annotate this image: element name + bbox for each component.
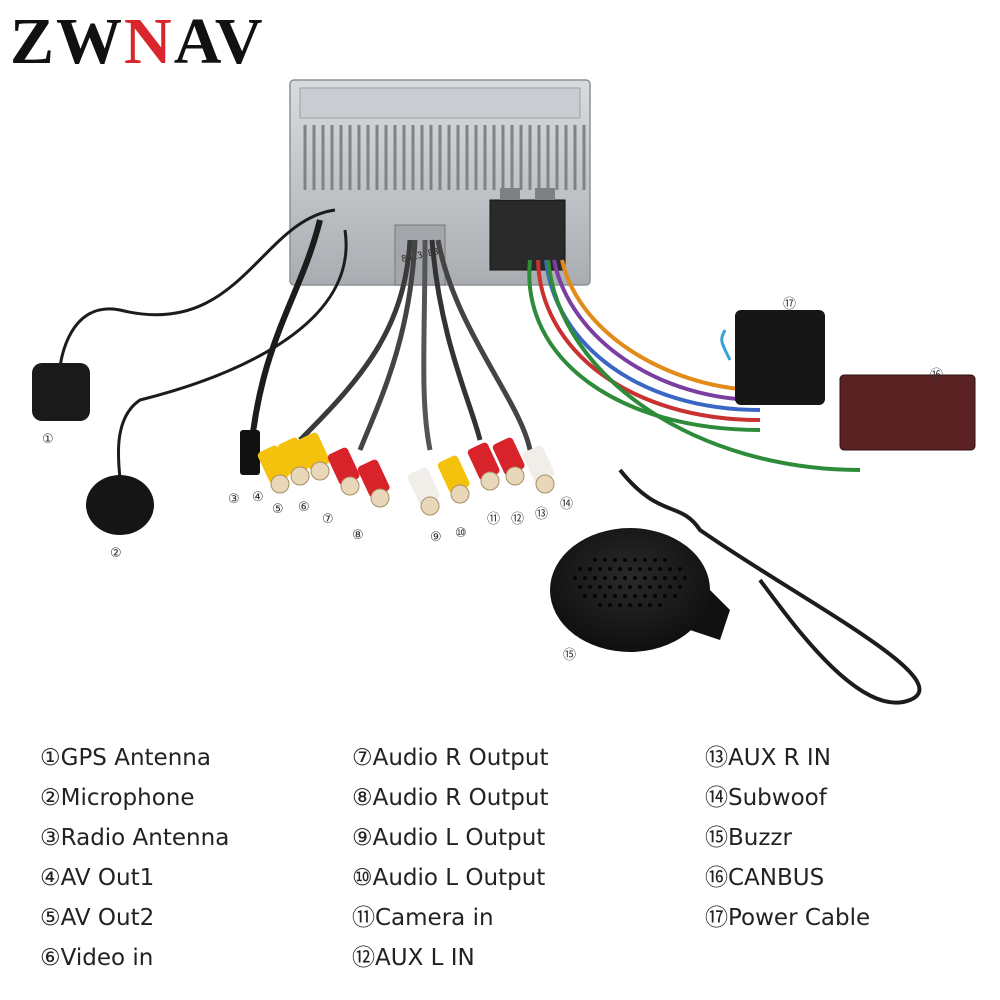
callout-number-7: ⑦	[322, 512, 334, 527]
legend-item: ①GPS Antenna	[40, 745, 211, 771]
rca-plug	[492, 437, 525, 486]
buzzer-speaker	[550, 528, 710, 652]
legend-item: ⑪Camera in	[352, 905, 494, 931]
legend-item: ④AV Out1	[40, 865, 155, 891]
legend-item: ⑰Power Cable	[705, 905, 871, 931]
logo-part-1: ZW	[10, 5, 125, 78]
callout-number-13: ⑬	[535, 507, 549, 522]
callout-number-2: ②	[110, 546, 122, 561]
brand-logo: ZWNAV	[10, 2, 265, 82]
legend-item: ⑨Audio L Output	[352, 825, 546, 851]
legend-column-3: ⑬AUX R IN ⑭Subwoof ⑮Buzzr ⑯CANBUS ⑰Power…	[705, 738, 870, 938]
rca-plug	[357, 459, 390, 508]
radio-antenna-cable	[247, 219, 323, 461]
legend-item: ⑭Subwoof	[705, 785, 827, 811]
gps-antenna	[32, 363, 90, 421]
gps-cable	[58, 208, 336, 371]
rca-plug	[437, 455, 470, 504]
callout-number-16: ⑯	[930, 368, 944, 383]
callout-number-9: ⑨	[430, 530, 442, 545]
legend-item: ⑧Audio R Output	[352, 785, 549, 811]
callout-number-1: ①	[42, 432, 54, 447]
callout-number-15: ⑮	[563, 648, 577, 663]
callout-number-5: ⑤	[272, 502, 284, 517]
legend-item: ③Radio Antenna	[40, 825, 230, 851]
mic-cable	[116, 229, 348, 481]
buzzer-cable	[618, 468, 922, 705]
callout-number-14: ⑭	[560, 497, 574, 512]
legend-item: ⑯CANBUS	[705, 865, 825, 891]
legend-column-1: ①GPS Antenna ②Microphone ③Radio Antenna …	[40, 738, 229, 978]
rca-plug	[522, 445, 555, 494]
rca-connectors	[257, 432, 555, 516]
legend-column-2: ⑦Audio R Output ⑧Audio R Output ⑨Audio L…	[352, 738, 549, 978]
callout-number-10: ⑩	[455, 526, 467, 541]
radio-antenna-plug	[240, 430, 260, 475]
legend-item: ⑫AUX L IN	[352, 945, 475, 971]
legend-item: ⑩Audio L Output	[352, 865, 546, 891]
logo-part-2: N	[124, 5, 174, 78]
callout-number-11: ⑪	[487, 512, 501, 527]
callout-number-8: ⑧	[352, 528, 364, 543]
legend-item: ⑥Video in	[40, 945, 154, 971]
legend-item: ⑤AV Out2	[40, 905, 155, 931]
rca-plug	[407, 467, 440, 516]
canbus-box	[839, 374, 976, 451]
legend: ①GPS Antenna ②Microphone ③Radio Antenna …	[0, 738, 1000, 988]
rca-plug	[467, 442, 500, 491]
rca-plug	[297, 432, 330, 481]
callout-number-17: ⑰	[783, 297, 797, 312]
wiring-diagram: 8013088	[32, 79, 976, 705]
callout-number-6: ⑥	[298, 500, 310, 515]
legend-item: ⑬AUX R IN	[705, 745, 831, 771]
microphone	[86, 475, 154, 535]
legend-item: ⑮Buzzr	[705, 825, 792, 851]
power-connector	[735, 310, 825, 405]
callout-number-3: ③	[228, 492, 240, 507]
rca-plug	[257, 445, 290, 494]
power-harness	[527, 259, 861, 472]
legend-item: ⑦Audio R Output	[352, 745, 549, 771]
rca-plug	[277, 437, 310, 486]
callout-number-12: ⑫	[511, 512, 525, 527]
legend-item: ②Microphone	[40, 785, 195, 811]
callout-number-4: ④	[252, 490, 264, 505]
logo-part-3: AV	[173, 5, 265, 78]
head-unit	[289, 79, 591, 286]
rca-plug	[327, 447, 360, 496]
